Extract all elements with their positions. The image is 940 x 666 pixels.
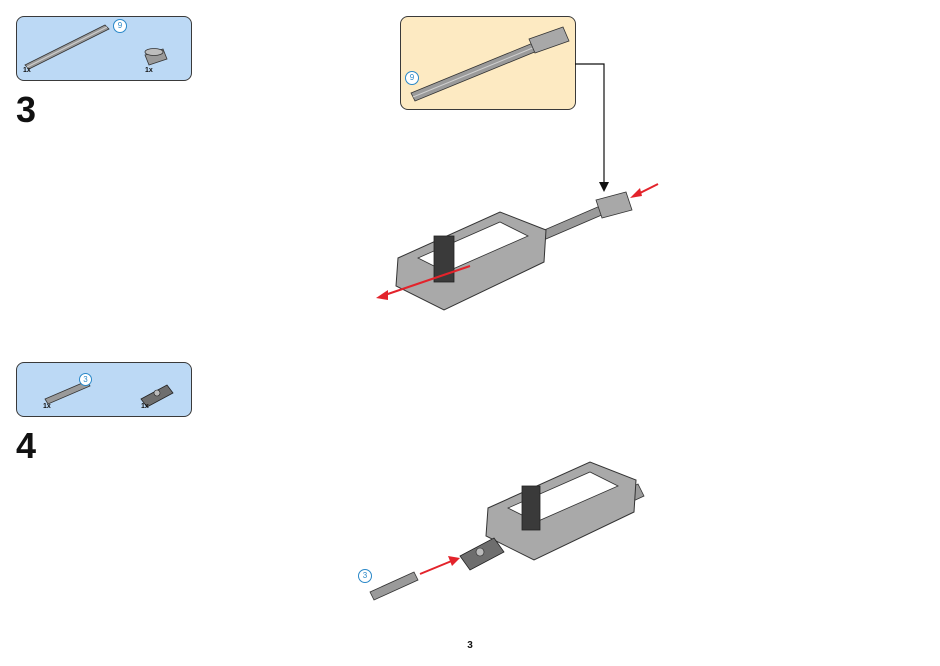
parts-list-step-3: 9 1x 1x bbox=[16, 16, 192, 81]
part-quantity: 1x bbox=[141, 403, 149, 410]
sub-assembly-callout: 9 bbox=[400, 16, 576, 110]
part-quantity: 1x bbox=[23, 67, 31, 74]
axle-with-stop-icon bbox=[410, 26, 570, 102]
step-number: 3 bbox=[16, 89, 37, 130]
axle-length-badge: 9 bbox=[113, 19, 127, 33]
axle-connector-icon bbox=[144, 48, 168, 66]
page-number: 3 bbox=[467, 640, 473, 651]
universal-joint-icon bbox=[140, 384, 174, 408]
axle-icon bbox=[44, 380, 91, 405]
parts-list-step-4: 3 1x 1x bbox=[16, 362, 192, 417]
part-quantity: 1x bbox=[43, 403, 51, 410]
axle-length-badge: 3 bbox=[358, 569, 372, 583]
step-number: 4 bbox=[16, 425, 37, 466]
axle-length-badge: 3 bbox=[79, 373, 92, 386]
part-quantity: 1x bbox=[145, 67, 153, 74]
axle-icon bbox=[24, 24, 110, 70]
axle-length-badge: 9 bbox=[405, 71, 419, 85]
